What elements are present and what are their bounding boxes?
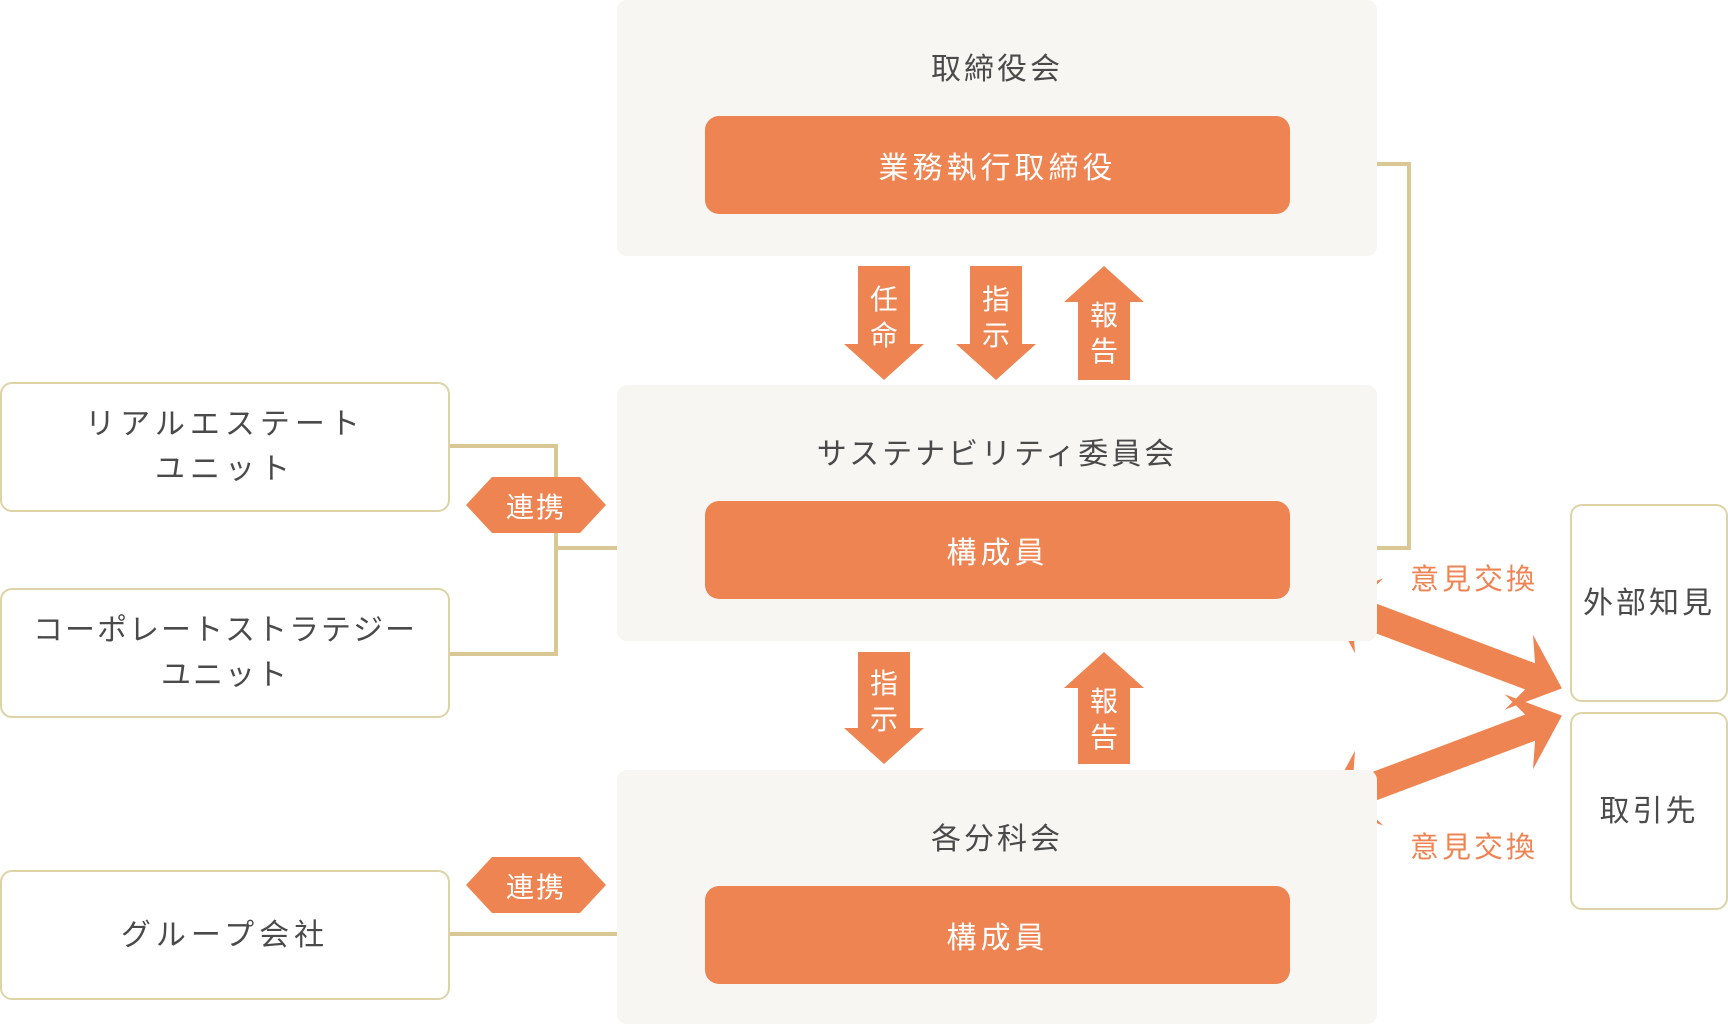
appoint-label: 任命 — [869, 283, 898, 352]
executive-directors-bar: 業務執行取締役 — [705, 116, 1290, 214]
exchange-arrow-1 — [1326, 578, 1562, 710]
committee-members-bar: 構成員 — [705, 501, 1290, 599]
exchange-label-1: 意見交換 — [1410, 562, 1539, 596]
committee-title: サステナビリティ委員会 — [816, 437, 1178, 472]
exchange-label-2: 意見交換 — [1410, 830, 1539, 864]
external-experts-box: 外部知見 — [1570, 504, 1728, 702]
group-companies-box: グループ会社 — [0, 870, 450, 1000]
corporate-line-1: コーポレートストラテジー — [33, 613, 417, 648]
exchange-arrow-2 — [1326, 694, 1562, 826]
appoint-arrow — [844, 266, 924, 380]
experts-label: 外部知見 — [1583, 585, 1715, 621]
link-label-2: 連携 — [505, 871, 566, 904]
instruct-arrow-mid — [844, 652, 924, 764]
instruct-label-top: 指示 — [981, 283, 1010, 352]
link-arrow-1 — [466, 477, 606, 533]
clients-label: 取引先 — [1599, 793, 1699, 829]
link-label-1: 連携 — [505, 491, 566, 524]
link-arrow-2 — [466, 857, 606, 913]
report-label-top: 報告 — [1089, 299, 1118, 368]
business-partners-box: 取引先 — [1570, 712, 1728, 910]
report-arrow-mid — [1064, 652, 1144, 764]
realestate-unit-box: リアルエステート ユニット — [0, 382, 450, 512]
instruct-arrow-top — [956, 266, 1036, 380]
subcommittee-members-bar: 構成員 — [705, 886, 1290, 984]
board-title: 取締役会 — [931, 52, 1063, 87]
report-arrow-top — [1064, 266, 1144, 380]
report-label-mid: 報告 — [1089, 685, 1118, 754]
instruct-label-mid: 指示 — [869, 667, 898, 736]
realestate-line-2: ユニット — [155, 452, 295, 487]
corporate-line-2: ユニット — [161, 658, 289, 693]
subcommittee-title: 各分科会 — [931, 822, 1063, 857]
corporate-strategy-unit-box: コーポレートストラテジー ユニット — [0, 588, 450, 718]
group-label: グループ会社 — [120, 917, 330, 953]
realestate-line-1: リアルエステート — [85, 407, 365, 442]
